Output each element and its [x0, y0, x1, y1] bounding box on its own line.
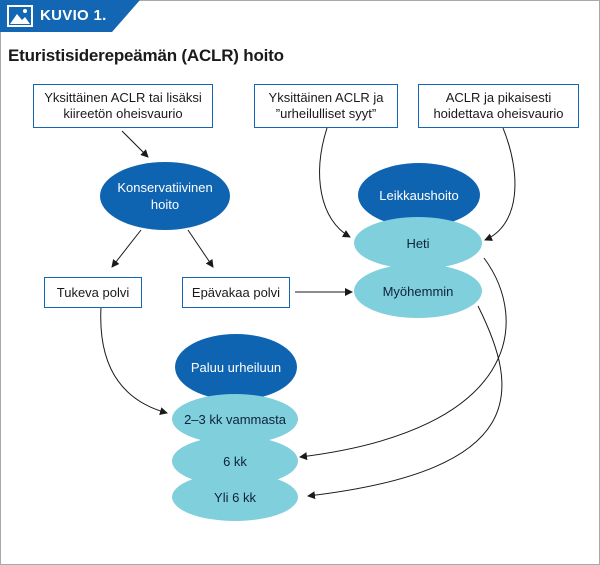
ellipse-over-6-months: Yli 6 kk: [172, 473, 298, 521]
box-unstable-knee: Epävakaa polvi: [182, 277, 290, 308]
ellipse-later: Myöhemmin: [354, 264, 482, 318]
figure-title: Eturistisiderepeämän (ACLR) hoito: [8, 46, 284, 65]
box-isolated-minor: Yksittäinen ACLR tai lisäksi kiireetön o…: [33, 84, 213, 128]
box-isolated-sport: Yksittäinen ACLR ja ”urheilulliset syyt”: [254, 84, 398, 128]
arrow-urgent-to-immediately: [484, 127, 516, 241]
ellipse-surgery: Leikkaushoito: [358, 163, 480, 227]
figure-tab: KUVIO 1.: [0, 0, 140, 32]
arrow-isolated-to-conservative: [121, 130, 149, 158]
ellipse-return-sport: Paluu urheiluun: [175, 334, 297, 400]
arrow-stable-to-2-3-months: [100, 306, 168, 415]
image-icon: [7, 5, 33, 27]
arrow-conservative-to-stable: [111, 229, 142, 268]
box-aclr-urgent: ACLR ja pikaisesti hoidettava oheisvauri…: [418, 84, 579, 128]
arrow-conservative-to-unstable: [187, 229, 214, 268]
ellipse-2-3-months: 2–3 kk vammasta: [172, 394, 298, 444]
arrow-later-to-over-6: [307, 305, 503, 500]
ellipse-immediately: Heti: [354, 217, 482, 269]
ellipse-6-months: 6 kk: [172, 436, 298, 486]
arrow-sport-to-immediately: [319, 127, 351, 238]
figure-label: KUVIO 1.: [40, 7, 107, 24]
box-stable-knee: Tukeva polvi: [44, 277, 142, 308]
ellipse-conservative: Konservatiivinen hoito: [100, 162, 230, 230]
arrow-immediately-to-6-months: [299, 257, 507, 461]
